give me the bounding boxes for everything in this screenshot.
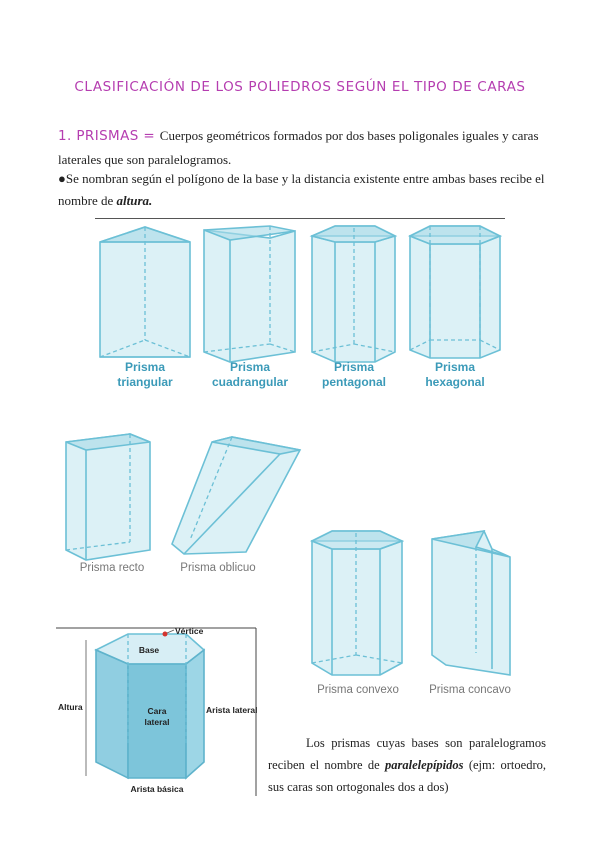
paralelepipedos-paragraph: Los prismas cuyas bases son paralelogram… xyxy=(268,732,546,798)
label-prisma-4: Prisma xyxy=(435,360,475,374)
label-recto: Prisma recto xyxy=(80,562,145,574)
prism-types-figure: Prisma triangular Prisma cuadrangular Pr… xyxy=(99,225,502,389)
label-prisma-3: Prisma xyxy=(334,360,374,374)
oblique-prism xyxy=(171,436,302,555)
label-cuadrangular: cuadrangular xyxy=(212,375,288,389)
label-vertice: Vértice xyxy=(175,626,204,636)
divider xyxy=(95,218,505,219)
label-cara: Cara xyxy=(148,706,167,716)
pentagonal-prism xyxy=(309,225,398,363)
prismas-definition: 1. PRISMAS = Cuerpos geométricos formado… xyxy=(58,124,548,172)
label-convexo: Prisma convexo xyxy=(317,684,399,696)
bullet-icon: ● xyxy=(58,171,66,186)
bullet-bold: altura. xyxy=(116,193,153,208)
label-hexagonal: hexagonal xyxy=(425,375,484,389)
hexagonal-prism xyxy=(408,225,502,359)
convexo-concavo-figure: Prisma convexo Prisma concavo xyxy=(310,529,511,696)
bullet-text: Se nombran según el polígono de la base … xyxy=(58,171,545,208)
label-lateral: lateral xyxy=(144,717,169,727)
section-heading: 1. PRISMAS = xyxy=(58,128,160,144)
paralelepipedos-text: Los prismas cuyas bases son paralelogram… xyxy=(268,736,546,772)
paralelepipedos-term: paralelepípidos xyxy=(385,758,464,772)
concave-prism xyxy=(431,529,511,676)
convex-prism xyxy=(310,530,405,676)
section-text: Cuerpos geométricos formados por dos bas… xyxy=(58,128,539,167)
label-pentagonal: pentagonal xyxy=(322,375,386,389)
label-arista-lateral: Arista lateral xyxy=(206,705,258,715)
recto-oblicuo-figure: Prisma recto Prisma oblicuo xyxy=(65,433,302,574)
label-triangular: triangular xyxy=(117,375,173,389)
triangular-prism xyxy=(99,226,191,358)
page-title: CLASIFICACIÓN DE LOS POLIEDROS SEGÚN EL … xyxy=(74,79,526,95)
quadrangular-prism xyxy=(203,225,296,363)
label-prisma-2: Prisma xyxy=(230,360,270,374)
bullet-paragraph: ●Se nombran según el polígono de la base… xyxy=(58,168,548,212)
label-oblicuo: Prisma oblicuo xyxy=(180,562,255,574)
label-concavo: Prisma concavo xyxy=(429,684,511,696)
label-prisma-1: Prisma xyxy=(125,360,165,374)
label-base: Base xyxy=(139,645,160,655)
label-altura: Altura xyxy=(58,702,83,712)
right-prism xyxy=(65,433,151,561)
paralelepipedos-note: (ejm: ortoedro, sus caras son ortogonale… xyxy=(268,758,546,794)
label-arista-basica: Arista básica xyxy=(131,784,184,794)
prism-parts-diagram: Vértice Base Cara lateral Altura Arista … xyxy=(56,626,258,796)
